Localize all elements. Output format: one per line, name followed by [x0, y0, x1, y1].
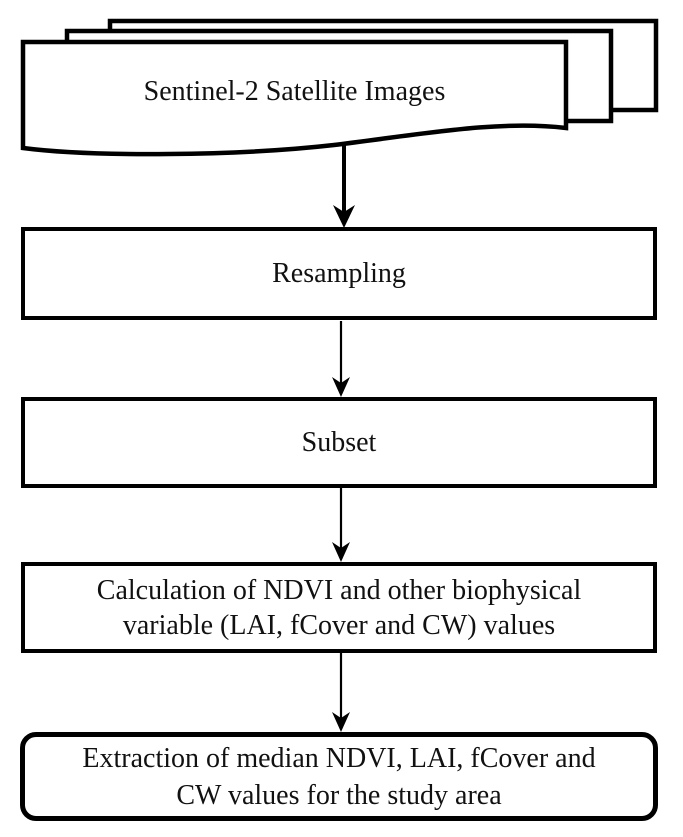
node-extraction-label-line-1: Extraction of median NDVI, LAI, fCover a…: [82, 742, 596, 774]
arrow-subset-to-calculation-head: [332, 542, 350, 562]
document-shape: [20, 39, 569, 157]
arrow-calculation-to-extraction-head: [332, 712, 350, 732]
node-extraction-label-line-2: CW values for the study area: [176, 779, 502, 811]
node-calculation-label: Calculation of NDVI and other biophysica…: [25, 573, 653, 643]
node-extraction: Extraction of median NDVI, LAI, fCover a…: [20, 732, 658, 821]
arrow-source-to-resampling-head: [333, 205, 355, 228]
node-calculation: Calculation of NDVI and other biophysica…: [21, 562, 657, 653]
node-resampling: Resampling: [21, 227, 657, 320]
node-source-label: Sentinel-2 Satellite Images: [143, 76, 446, 107]
node-subset-label: Subset: [301, 426, 377, 458]
node-calculation-label-line-1: Calculation of NDVI and other biophysica…: [96, 574, 582, 606]
node-resampling-label: Resampling: [272, 257, 406, 289]
node-source: Sentinel-2 Satellite Images: [23, 48, 566, 136]
node-extraction-label: Extraction of median NDVI, LAI, fCover a…: [25, 740, 653, 814]
node-calculation-label-line-2: variable (LAI, fCover and CW) values: [122, 609, 556, 641]
arrow-resampling-to-subset-head: [332, 377, 350, 397]
node-subset: Subset: [21, 397, 657, 488]
